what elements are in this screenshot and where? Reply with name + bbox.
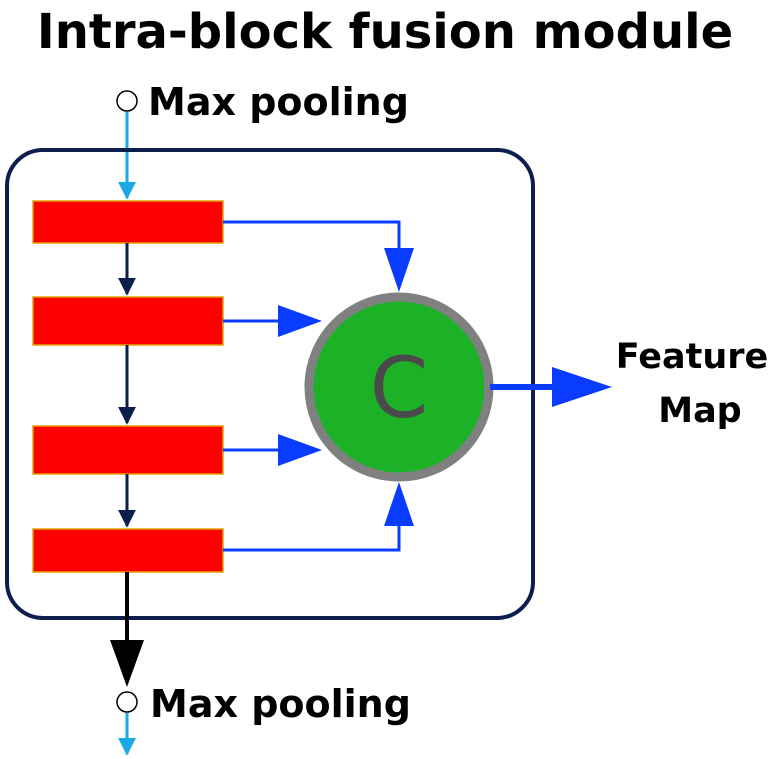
concat-node	[304, 292, 494, 482]
feature-map-label-line2: Map	[658, 391, 742, 431]
connector-block4-to-concat	[223, 482, 414, 552]
conv-block-2	[32, 296, 224, 346]
conv-block-4	[32, 528, 224, 573]
input-node-circle	[116, 90, 138, 112]
connector-block2-to-concat	[223, 305, 322, 337]
connector-block3-to-concat	[223, 434, 322, 466]
concat-symbol: C	[370, 339, 429, 437]
connector-block1-to-concat	[223, 220, 414, 292]
diagram-title: Intra-block fusion module	[37, 4, 733, 60]
output-arrow	[110, 572, 144, 687]
feature-map-arrow	[490, 367, 612, 407]
conv-block-1	[32, 200, 224, 244]
feature-map-label-line1: Feature	[616, 337, 769, 377]
input-label: Max pooling	[148, 80, 409, 124]
output-node-circle	[116, 691, 138, 713]
output-label: Max pooling	[150, 682, 411, 726]
conv-block-3	[32, 425, 224, 475]
